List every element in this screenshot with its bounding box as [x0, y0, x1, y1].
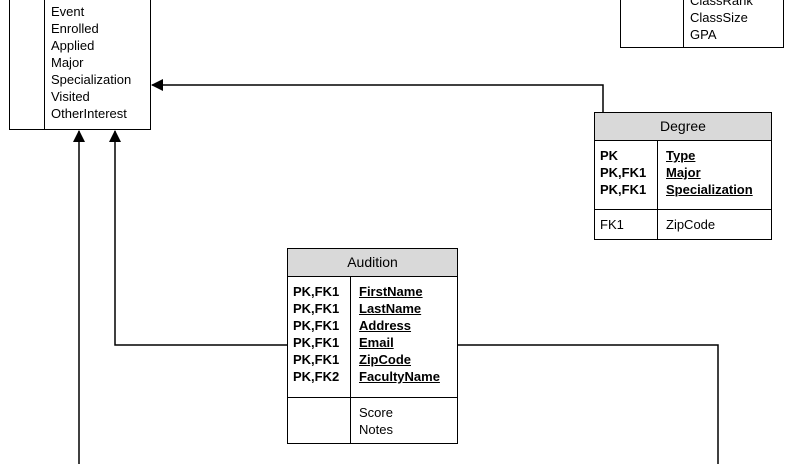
top-right-entity-field-list: ClassRank ClassSize GPA — [684, 0, 753, 43]
audition-attributes: Score Notes — [288, 397, 457, 443]
audition-pk-field-list: FirstName LastName Address Email ZipCode… — [351, 277, 440, 385]
audition-entity-title: Audition — [288, 249, 457, 277]
field-type: Type — [666, 148, 696, 163]
degree-foreign-keys: FK1 ZipCode — [595, 209, 771, 239]
audition-key-4: PK,FK1 — [293, 352, 340, 367]
degree-key-0: PK — [600, 148, 619, 163]
degree-to-left-entity-line — [151, 79, 604, 112]
top-right-entity[interactable]: ClassRank ClassSize GPA — [620, 0, 784, 48]
degree-entity-title: Degree — [595, 113, 771, 141]
field-email: Email — [359, 335, 394, 350]
left-entity[interactable]: Event Enrolled Applied Major Specializat… — [9, 0, 151, 130]
degree-fk-key-0: FK1 — [600, 217, 624, 232]
field-class-rank: ClassRank — [690, 0, 753, 8]
field-enrolled: Enrolled — [51, 21, 99, 36]
degree-pk-field-list: Type Major Specialization — [658, 141, 753, 198]
degree-key-2: PK,FK1 — [600, 182, 647, 197]
field-gpa: GPA — [690, 27, 717, 42]
field-faculty-name: FacultyName — [359, 369, 440, 384]
field-specialization: Specialization — [51, 72, 132, 87]
field-specialization: Specialization — [666, 182, 753, 197]
field-event: Event — [51, 4, 85, 19]
top-right-entity-attributes: ClassRank ClassSize GPA — [621, 0, 783, 47]
field-address: Address — [359, 318, 412, 333]
degree-fk-key-column: FK1 — [595, 210, 658, 239]
left-entity-key-column — [10, 0, 45, 129]
field-score: Score — [359, 405, 393, 420]
audition-attr-key-column — [288, 398, 351, 443]
audition-key-3: PK,FK1 — [293, 335, 340, 350]
audition-to-offscreen-line — [458, 344, 719, 464]
field-zipcode: ZipCode — [359, 352, 411, 367]
degree-entity[interactable]: Degree PK PK,FK1 PK,FK1 Type Major Speci… — [594, 112, 772, 240]
field-applied: Applied — [51, 38, 95, 53]
audition-to-left-entity-line — [109, 130, 287, 346]
field-visited: Visited — [51, 89, 90, 104]
field-other-interest: OtherInterest — [51, 106, 127, 121]
degree-key-1: PK,FK1 — [600, 165, 647, 180]
field-zipcode: ZipCode — [666, 217, 716, 232]
audition-key-2: PK,FK1 — [293, 318, 340, 333]
audition-key-0: PK,FK1 — [293, 284, 340, 299]
top-right-entity-key-column — [621, 0, 684, 47]
audition-key-5: PK,FK2 — [293, 369, 340, 384]
degree-key-column: PK PK,FK1 PK,FK1 — [595, 141, 658, 209]
field-major: Major — [51, 55, 84, 70]
degree-primary-keys: PK PK,FK1 PK,FK1 Type Major Specializati… — [595, 141, 771, 209]
degree-fk-field-list: ZipCode — [658, 210, 715, 233]
audition-key-1: PK,FK1 — [293, 301, 340, 316]
audition-key-column: PK,FK1 PK,FK1 PK,FK1 PK,FK1 PK,FK1 PK,FK… — [288, 277, 351, 397]
audition-primary-keys: PK,FK1 PK,FK1 PK,FK1 PK,FK1 PK,FK1 PK,FK… — [288, 277, 457, 397]
audition-entity[interactable]: Audition PK,FK1 PK,FK1 PK,FK1 PK,FK1 PK,… — [287, 248, 458, 444]
field-last-name: LastName — [359, 301, 422, 316]
field-notes: Notes — [359, 422, 393, 437]
field-major: Major — [666, 165, 701, 180]
left-entity-field-list: Event Enrolled Applied Major Specializat… — [45, 1, 131, 122]
field-class-size: ClassSize — [690, 10, 748, 25]
audition-attr-field-list: Score Notes — [351, 398, 393, 438]
left-entity-attributes: Event Enrolled Applied Major Specializat… — [10, 0, 150, 129]
field-first-name: FirstName — [359, 284, 423, 299]
